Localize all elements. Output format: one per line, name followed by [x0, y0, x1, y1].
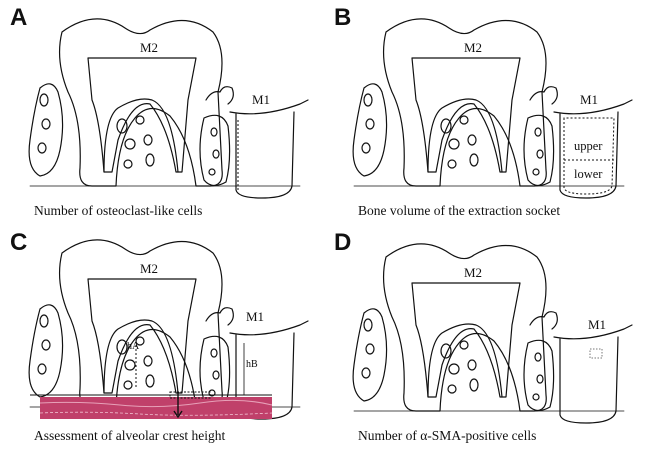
panel-a: M2 M1 A Number of osteoclast-like cells: [0, 0, 320, 225]
label-lower: lower: [574, 167, 603, 181]
label-m1: M1: [588, 317, 606, 332]
label-m2: M2: [140, 40, 158, 55]
label-m1: M1: [246, 309, 264, 324]
panel-letter: D: [334, 229, 351, 257]
panel-b: M2 M1 upper lower B Bone volume of the e…: [324, 0, 644, 225]
label-hb: hB: [246, 359, 258, 370]
panel-letter: C: [10, 229, 27, 257]
diagram-c: M2 M1 hA hB: [0, 225, 320, 450]
diagram-d: M2 M1: [324, 225, 644, 450]
label-m2: M2: [140, 261, 158, 276]
panel-caption: Number of α-SMA-positive cells: [358, 428, 536, 444]
label-m2: M2: [464, 265, 482, 280]
panel-d: M2 M1 D Number of α-SMA-positive cells: [324, 225, 644, 450]
panel-caption: Number of osteoclast-like cells: [34, 203, 202, 219]
panel-letter: B: [334, 4, 351, 32]
label-ha: hA: [127, 341, 140, 352]
diagram-a: M2 M1: [0, 0, 320, 225]
label-m1: M1: [252, 92, 270, 107]
label-upper: upper: [574, 139, 603, 153]
label-m1: M1: [580, 92, 598, 107]
label-m2: M2: [464, 40, 482, 55]
panel-letter: A: [10, 4, 27, 32]
diagram-b: M2 M1 upper lower: [324, 0, 644, 225]
panel-caption: Bone volume of the extraction socket: [358, 203, 560, 219]
panel-c: M2 M1 hA hB C Assessment of alveolar cre…: [0, 225, 320, 450]
panel-caption: Assessment of alveolar crest height: [34, 428, 225, 444]
